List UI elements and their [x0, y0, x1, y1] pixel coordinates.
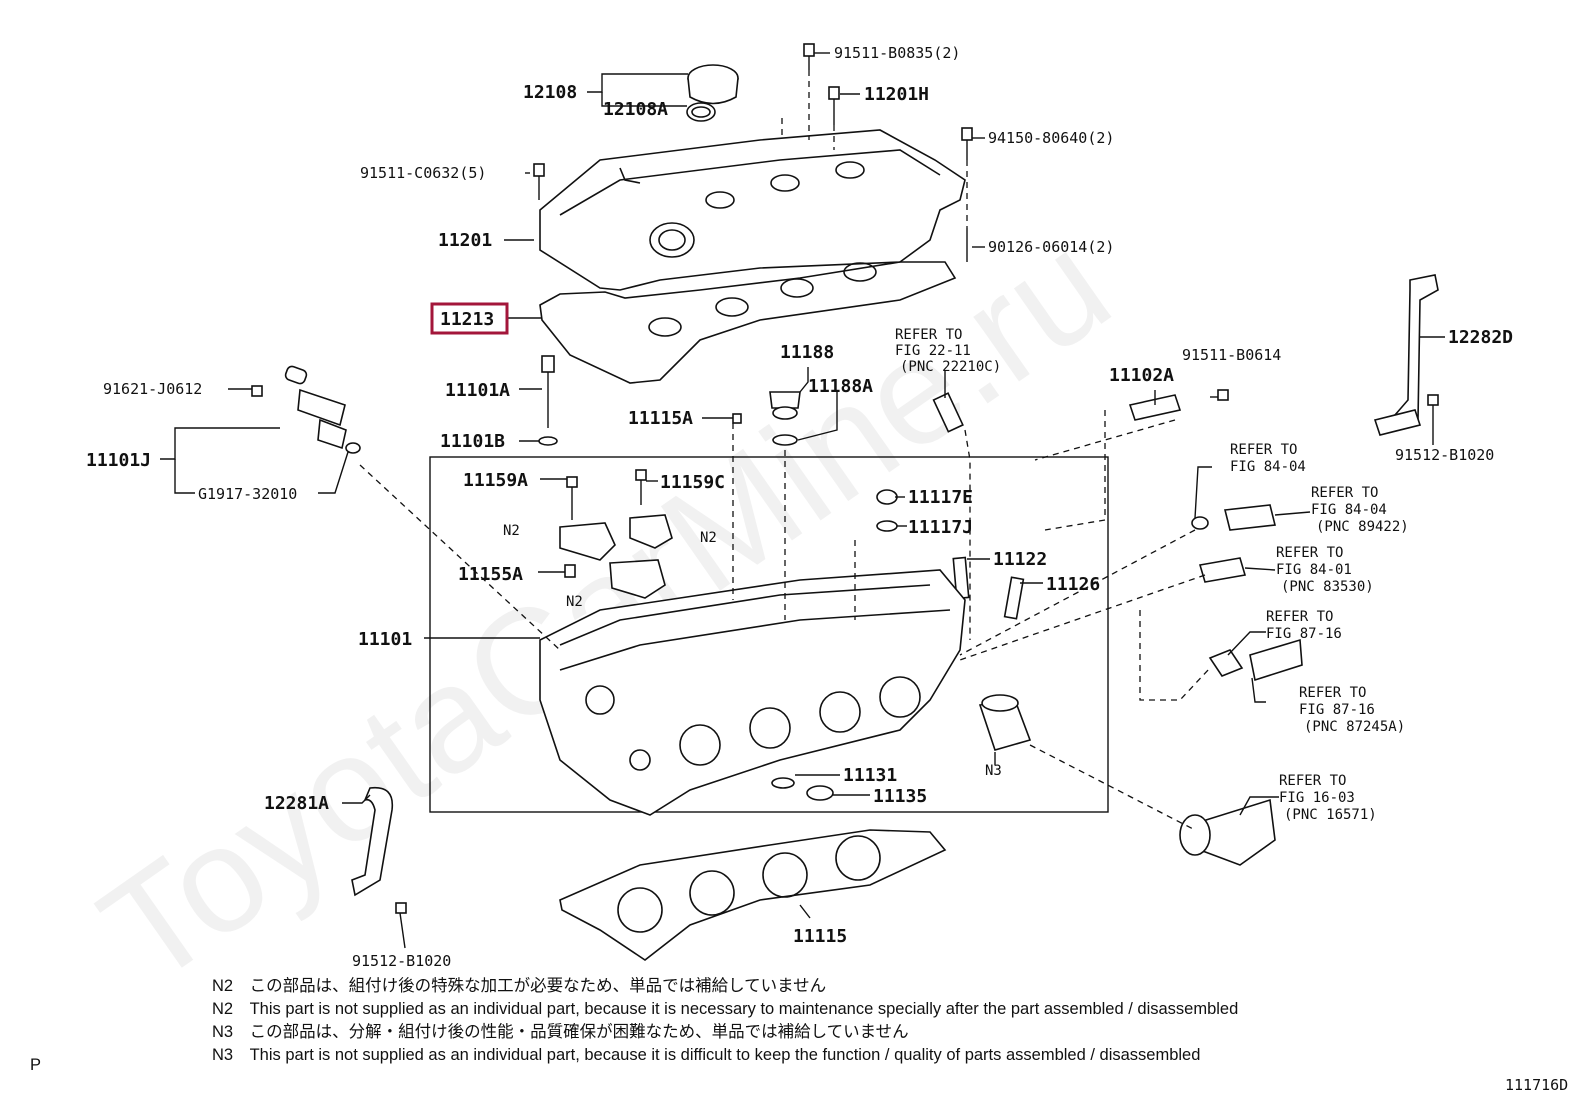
- svg-text:(PNC 89422): (PNC 89422): [1316, 519, 1409, 535]
- n2-tag-1: N2: [503, 523, 520, 539]
- refer-fig-87-16-a[interactable]: REFER TO FIG 87-16: [1266, 609, 1342, 642]
- part-91621-J0612[interactable]: 91621-J0612: [103, 380, 202, 398]
- part-11213[interactable]: 11213: [440, 309, 494, 330]
- part-11101A[interactable]: 11101A: [445, 380, 510, 401]
- part-12108[interactable]: 12108: [523, 82, 577, 103]
- dashed-lines: [359, 70, 1211, 831]
- n3-tag: N3: [985, 763, 1002, 779]
- svg-text:REFER TO: REFER TO: [1266, 609, 1333, 625]
- part-91511-B0835[interactable]: 91511-B0835(2): [834, 44, 960, 62]
- refer-fig-84-04-b[interactable]: REFER TO FIG 84-04 (PNC 89422): [1311, 485, 1409, 535]
- part-12281A[interactable]: 12281A: [264, 793, 329, 814]
- svg-text:REFER TO: REFER TO: [1230, 442, 1297, 458]
- refer-fig-87-16-b[interactable]: REFER TO FIG 87-16 (PNC 87245A): [1299, 685, 1405, 735]
- note-n2-en: N2 This part is not supplied as an indiv…: [212, 1000, 1238, 1018]
- highlight-box: [430, 302, 509, 335]
- part-11155A[interactable]: 11155A: [458, 564, 523, 585]
- part-11102A[interactable]: 11102A: [1109, 365, 1174, 386]
- svg-text:REFER TO: REFER TO: [1311, 485, 1378, 501]
- svg-text:(PNC 22210C): (PNC 22210C): [900, 359, 1001, 375]
- part-94150-80640[interactable]: 94150-80640(2): [988, 129, 1114, 147]
- part-11115[interactable]: 11115: [793, 926, 847, 947]
- note-n2-jp: N2 この部品は、組付け後の特殊な加工が必要なため、単品では補給していません: [212, 976, 826, 995]
- svg-text:REFER TO: REFER TO: [1299, 685, 1366, 701]
- refer-to-blocks: REFER TO FIG 22-11 (PNC 22210C) REFER TO…: [895, 327, 1409, 823]
- watermark: ToyotaCarMine.ru: [72, 200, 1138, 1017]
- refer-fig-16-03[interactable]: REFER TO FIG 16-03 (PNC 16571): [1279, 773, 1377, 823]
- part-labels: 12108 12108A 91511-B0835(2) 11201H 94150…: [86, 44, 1513, 970]
- svg-text:FIG 84-04: FIG 84-04: [1311, 502, 1387, 518]
- part-11101B[interactable]: 11101B: [440, 431, 505, 452]
- part-11188[interactable]: 11188: [780, 342, 834, 363]
- part-11159A[interactable]: 11159A: [463, 470, 528, 491]
- part-G1917-32010[interactable]: G1917-32010: [198, 485, 297, 503]
- svg-text:(PNC 87245A): (PNC 87245A): [1304, 719, 1405, 735]
- part-11201H[interactable]: 11201H: [864, 84, 929, 105]
- part-11117J[interactable]: 11117J: [908, 517, 973, 538]
- part-11122[interactable]: 11122: [993, 549, 1047, 570]
- part-91511-B0614[interactable]: 91511-B0614: [1182, 346, 1281, 364]
- note-n3-en: N3 This part is not supplied as an indiv…: [212, 1046, 1200, 1064]
- page-letter: P: [30, 1056, 41, 1074]
- part-11101[interactable]: 11101: [358, 629, 412, 650]
- part-11131[interactable]: 11131: [843, 765, 897, 786]
- part-11101J[interactable]: 11101J: [86, 450, 151, 471]
- part-12108A[interactable]: 12108A: [603, 99, 668, 120]
- svg-text:FIG 22-11: FIG 22-11: [895, 343, 971, 359]
- figure-code: 111716D: [1505, 1076, 1568, 1094]
- part-11159C[interactable]: 11159C: [660, 472, 725, 493]
- leader-lines: [160, 52, 1445, 949]
- svg-text:FIG 87-16: FIG 87-16: [1299, 702, 1375, 718]
- svg-text:REFER TO: REFER TO: [1276, 545, 1343, 561]
- svg-text:REFER TO: REFER TO: [895, 327, 962, 343]
- part-12282D[interactable]: 12282D: [1448, 327, 1513, 348]
- part-91512-B1020-right[interactable]: 91512-B1020: [1395, 446, 1494, 464]
- n2-tag-2: N2: [700, 530, 717, 546]
- part-91512-B1020-left[interactable]: 91512-B1020: [352, 952, 451, 970]
- svg-text:REFER TO: REFER TO: [1279, 773, 1346, 789]
- n2-tag-3: N2: [566, 594, 583, 610]
- part-11115A[interactable]: 11115A: [628, 408, 693, 429]
- part-11126[interactable]: 11126: [1046, 574, 1100, 595]
- refer-fig-84-01[interactable]: REFER TO FIG 84-01 (PNC 83530): [1276, 545, 1374, 595]
- svg-text:FIG 16-03: FIG 16-03: [1279, 790, 1355, 806]
- part-drawings: [251, 43, 1439, 961]
- svg-text:FIG 87-16: FIG 87-16: [1266, 626, 1342, 642]
- refer-fig-84-04-a[interactable]: REFER TO FIG 84-04: [1230, 442, 1306, 475]
- part-11117E[interactable]: 11117E: [908, 487, 973, 508]
- svg-text:(PNC 83530): (PNC 83530): [1281, 579, 1374, 595]
- note-n3-jp: N3 この部品は、分解・組付け後の性能・品質確保が困難なため、単品では補給してい…: [212, 1022, 909, 1041]
- part-90126-06014[interactable]: 90126-06014(2): [988, 238, 1114, 256]
- svg-text:FIG 84-04: FIG 84-04: [1230, 459, 1306, 475]
- cylinder-head-frame: [429, 456, 1109, 813]
- svg-text:(PNC 16571): (PNC 16571): [1284, 807, 1377, 823]
- part-91511-C0632[interactable]: 91511-C0632(5): [360, 164, 486, 182]
- part-11135[interactable]: 11135: [873, 786, 927, 807]
- svg-text:FIG 84-01: FIG 84-01: [1276, 562, 1352, 578]
- part-11201[interactable]: 11201: [438, 230, 492, 251]
- footnotes: N2 この部品は、組付け後の特殊な加工が必要なため、単品では補給していません N…: [212, 976, 1238, 1064]
- refer-fig-22-11[interactable]: REFER TO FIG 22-11 (PNC 22210C): [895, 327, 1001, 375]
- part-11188A[interactable]: 11188A: [808, 376, 873, 397]
